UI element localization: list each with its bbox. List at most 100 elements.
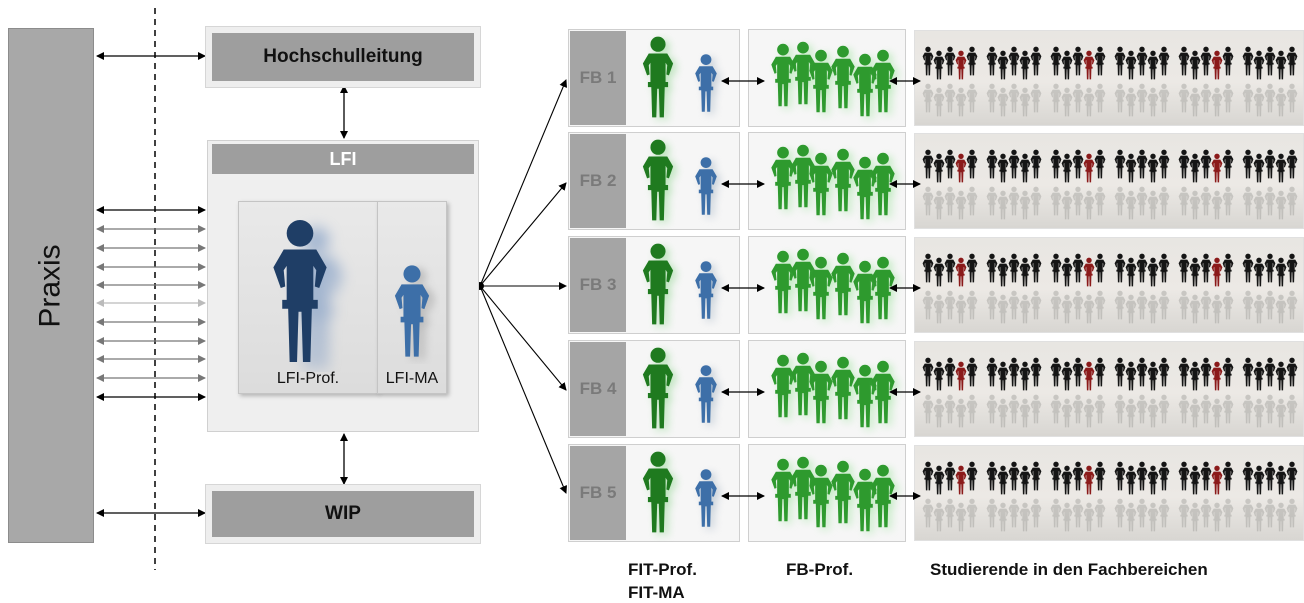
student-reflection (1136, 290, 1148, 320)
student-reflection (1242, 290, 1254, 320)
student-reflection (1083, 398, 1095, 428)
student-person-icon (986, 461, 998, 491)
student-person-icon (1061, 465, 1073, 495)
student-person-icon (1253, 50, 1265, 80)
student-reflection (1019, 87, 1031, 117)
student-reflection (1264, 290, 1276, 320)
student-reflection (1072, 186, 1084, 216)
student-person-icon (1158, 461, 1170, 491)
student-reflection (1061, 190, 1073, 220)
student-reflection (1286, 290, 1298, 320)
student-person-icon (1083, 257, 1095, 287)
student-reflection (933, 190, 945, 220)
student-reflection (1242, 186, 1254, 216)
student-person-icon (1275, 153, 1287, 183)
student-person-icon (1253, 465, 1265, 495)
fb-tab-label: FB 2 (570, 134, 626, 228)
student-person-icon (922, 357, 934, 387)
student-reflection (1030, 186, 1042, 216)
student-person-icon (1019, 465, 1031, 495)
student-person-icon (922, 149, 934, 179)
student-person-icon (933, 153, 945, 183)
student-person-icon (986, 357, 998, 387)
fb-row-figures (642, 36, 1298, 121)
student-person-icon (1072, 253, 1084, 283)
student-reflection (1008, 498, 1020, 528)
student-reflection (1147, 294, 1159, 324)
lfi-title: LFI (212, 144, 474, 174)
student-person-icon (1136, 149, 1148, 179)
student-reflection (1200, 498, 1212, 528)
student-reflection (1083, 294, 1095, 324)
student-reflection (955, 294, 967, 324)
lfi-prof-figure (273, 219, 343, 370)
student-person-icon (1253, 361, 1265, 391)
student-person-icon (1286, 46, 1298, 76)
student-reflection (1083, 502, 1095, 532)
student-reflection (986, 394, 998, 424)
student-reflection (1147, 190, 1159, 220)
student-person-icon (1008, 149, 1020, 179)
student-reflection (1114, 83, 1126, 113)
student-reflection (1114, 394, 1126, 424)
student-person-icon (1178, 46, 1190, 76)
student-person-icon (1072, 46, 1084, 76)
student-person-icon (944, 253, 956, 283)
student-person-icon (1253, 153, 1265, 183)
student-reflection (1158, 394, 1170, 424)
student-reflection (922, 498, 934, 528)
student-person-icon (1253, 257, 1265, 287)
student-reflection (1094, 498, 1106, 528)
student-person-icon (1072, 149, 1084, 179)
student-reflection (1178, 83, 1190, 113)
student-reflection (1061, 502, 1073, 532)
student-person-icon (1050, 253, 1062, 283)
student-reflection (1019, 502, 1031, 532)
student-person-icon (1050, 357, 1062, 387)
student-reflection (1072, 394, 1084, 424)
student-reflection (1178, 498, 1190, 528)
student-person-icon (997, 153, 1009, 183)
student-reflection (1275, 87, 1287, 117)
student-person-icon (1158, 149, 1170, 179)
student-reflection (944, 290, 956, 320)
student-person-icon (986, 46, 998, 76)
student-person-icon (1008, 253, 1020, 283)
student-person-icon (1147, 257, 1159, 287)
student-reflection (1178, 186, 1190, 216)
student-person-icon (1200, 357, 1212, 387)
student-person-icon (1189, 153, 1201, 183)
student-person-icon (1242, 253, 1254, 283)
student-reflection (1072, 290, 1084, 320)
student-reflection (986, 498, 998, 528)
student-reflection (1200, 290, 1212, 320)
student-reflection (1147, 502, 1159, 532)
student-person-icon (1286, 253, 1298, 283)
student-person-icon (1211, 153, 1223, 183)
student-person-icon (1242, 461, 1254, 491)
student-reflection (1019, 190, 1031, 220)
student-reflection (1189, 398, 1201, 428)
student-person-icon (1008, 46, 1020, 76)
student-reflection (1189, 87, 1201, 117)
student-person-icon (1030, 253, 1042, 283)
lfi-ma-figure (394, 265, 436, 361)
student-reflection (933, 502, 945, 532)
student-reflection (1158, 290, 1170, 320)
student-reflection (1178, 394, 1190, 424)
student-person-icon (1030, 357, 1042, 387)
student-person-icon (933, 50, 945, 80)
student-reflection (944, 83, 956, 113)
student-reflection (955, 398, 967, 428)
student-reflection (1200, 83, 1212, 113)
student-reflection (1222, 186, 1234, 216)
student-reflection (1072, 498, 1084, 528)
student-person-icon (1211, 257, 1223, 287)
student-person-icon (955, 465, 967, 495)
student-person-icon (955, 153, 967, 183)
student-reflection (1050, 394, 1062, 424)
student-reflection (1275, 190, 1287, 220)
student-person-icon (1083, 50, 1095, 80)
praxis-column (8, 28, 94, 543)
student-reflection (1008, 186, 1020, 216)
